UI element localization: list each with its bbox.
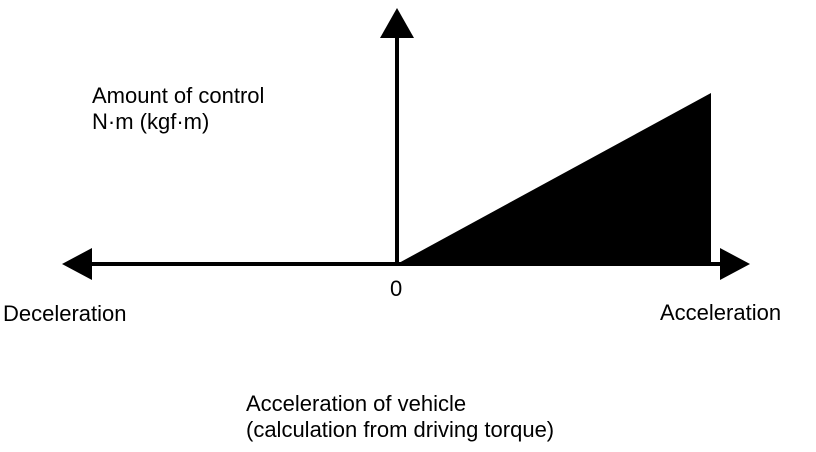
y-axis-arrowhead (380, 8, 414, 38)
acceleration-label: Acceleration (660, 300, 782, 325)
y-axis-title: Amount of control (92, 83, 265, 108)
x-axis-left-arrowhead (62, 248, 92, 280)
y-axis-unit: N·m (kgf·m) (92, 109, 210, 134)
deceleration-label: Deceleration (3, 301, 127, 326)
control-region-triangle (397, 93, 711, 264)
x-axis-right-arrowhead (720, 248, 750, 280)
x-axis-title: Acceleration of vehicle (246, 391, 467, 416)
origin-label: 0 (390, 276, 403, 301)
x-axis-subtitle: (calculation from driving torque) (246, 417, 555, 442)
